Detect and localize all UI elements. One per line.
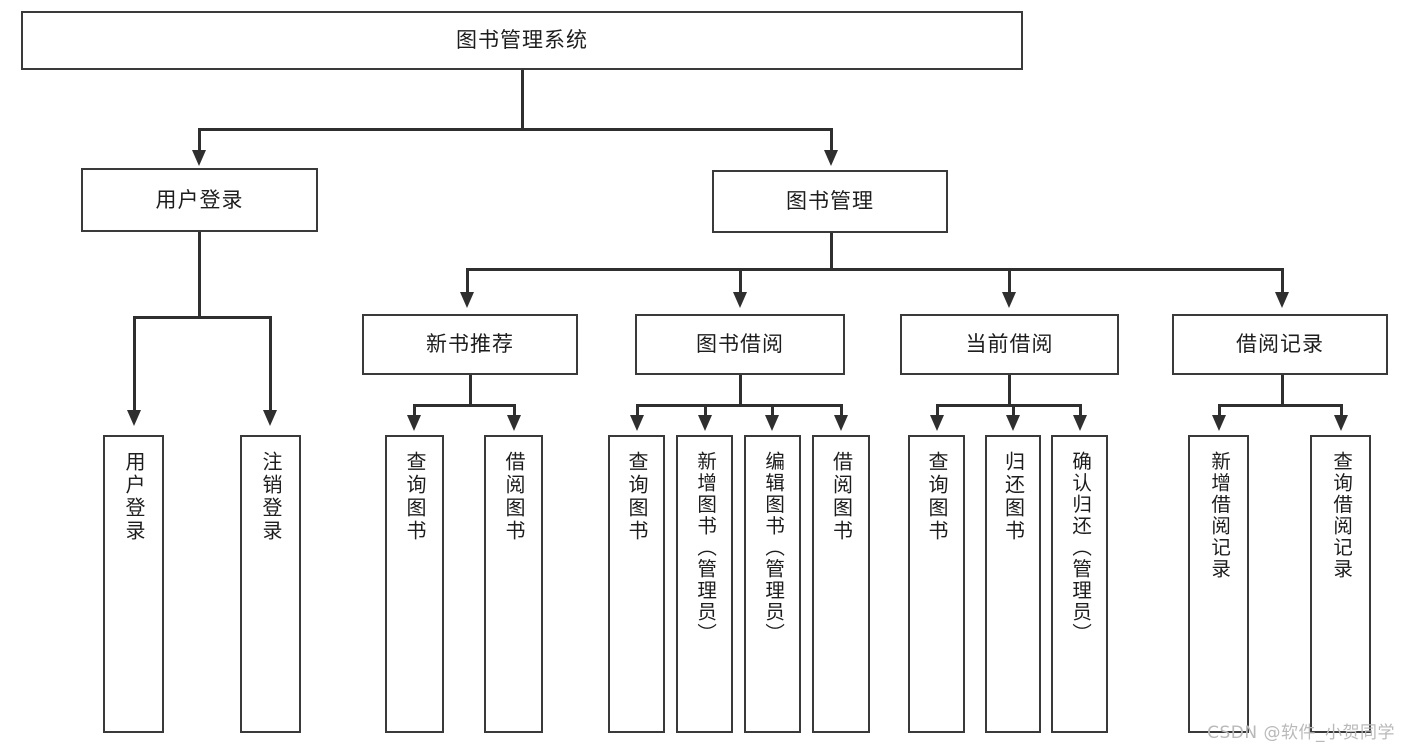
edge-drop-leaf-user-login — [133, 316, 136, 414]
node-borrow-record[interactable]: 借阅记录 — [1172, 314, 1388, 375]
arrow-bb-0 — [630, 415, 644, 431]
node-label: 查询借阅记录 — [1329, 451, 1353, 580]
node-label: 编辑图书（管理员） — [761, 451, 785, 645]
edge-drop-bb-1 — [704, 404, 707, 419]
arrow-borrow-record — [1275, 292, 1289, 308]
node-label: 确认归还（管理员） — [1068, 451, 1092, 645]
node-label: 借阅图书 — [502, 451, 526, 543]
leaf-query-book-borrow[interactable]: 查询图书 — [608, 435, 665, 733]
leaf-query-borrow-record[interactable]: 查询借阅记录 — [1310, 435, 1371, 733]
arrow-book-manage — [824, 150, 838, 166]
edge-drop-bb-3 — [840, 404, 843, 419]
edge-bus-new-book-children — [413, 404, 515, 407]
node-label: 图书管理系统 — [456, 28, 588, 53]
leaf-add-borrow-record[interactable]: 新增借阅记录 — [1188, 435, 1249, 733]
edge-drop-nb-1 — [513, 404, 516, 419]
edge-drop-current-borrow — [1008, 268, 1011, 295]
leaf-user-login[interactable]: 用户登录 — [103, 435, 164, 733]
node-label: 新增图书（管理员） — [693, 451, 717, 645]
edge-drop-bb-2 — [771, 404, 774, 419]
node-label: 图书借阅 — [696, 332, 784, 357]
leaf-logout[interactable]: 注销登录 — [240, 435, 301, 733]
node-label: 用户登录 — [122, 451, 146, 543]
edge-drop-cb-1 — [1012, 404, 1015, 419]
edge-drop-leaf-logout — [269, 316, 272, 414]
node-label: 注销登录 — [259, 451, 283, 543]
node-book-management[interactable]: 图书管理 — [712, 170, 948, 233]
edge-drop-br-1 — [1340, 404, 1343, 419]
edge-book-manage-stem — [830, 233, 833, 270]
node-label: 借阅图书 — [829, 451, 854, 543]
arrow-br-0 — [1212, 415, 1226, 431]
arrow-bb-2 — [765, 415, 779, 431]
leaf-query-book-recommend[interactable]: 查询图书 — [385, 435, 444, 733]
leaf-add-book-admin[interactable]: 新增图书（管理员） — [676, 435, 733, 733]
node-root-system[interactable]: 图书管理系统 — [21, 11, 1023, 70]
node-label: 新书推荐 — [426, 332, 514, 357]
leaf-borrow-book[interactable]: 借阅图书 — [812, 435, 870, 733]
arrow-book-borrow — [733, 292, 747, 308]
arrow-cb-2 — [1073, 415, 1087, 431]
node-current-borrow[interactable]: 当前借阅 — [900, 314, 1119, 375]
node-label: 查询图书 — [403, 451, 427, 543]
edge-borrow-record-stem — [1281, 375, 1284, 406]
node-label: 归还图书 — [1001, 451, 1026, 543]
node-label: 用户登录 — [155, 187, 244, 212]
arrow-nb-1 — [507, 415, 521, 431]
leaf-borrow-book-recommend[interactable]: 借阅图书 — [484, 435, 543, 733]
edge-drop-nb-0 — [413, 404, 416, 419]
edge-drop-cb-2 — [1079, 404, 1082, 419]
arrow-current-borrow — [1002, 292, 1016, 308]
arrow-bb-1 — [698, 415, 712, 431]
arrow-nb-0 — [407, 415, 421, 431]
edge-root-stem — [521, 70, 524, 130]
edge-drop-bb-0 — [636, 404, 639, 419]
edge-drop-cb-0 — [936, 404, 939, 419]
node-book-borrow[interactable]: 图书借阅 — [635, 314, 845, 375]
edge-bus-current-borrow-children — [936, 404, 1079, 407]
edge-bus-user-login-children — [133, 316, 271, 319]
edge-drop-new-book — [466, 268, 469, 295]
edge-current-borrow-stem — [1008, 375, 1011, 406]
edge-bus-book-borrow-children — [636, 404, 840, 407]
edge-book-borrow-stem — [739, 375, 742, 406]
watermark-csdn: CSDN @软件_小贺同学 — [1207, 723, 1395, 743]
edge-bus-level3 — [466, 268, 1284, 271]
leaf-return-book[interactable]: 归还图书 — [985, 435, 1041, 733]
node-label: 查询图书 — [625, 451, 649, 543]
edge-drop-borrow-record — [1281, 268, 1284, 295]
leaf-edit-book-admin[interactable]: 编辑图书（管理员） — [744, 435, 801, 733]
arrow-leaf-logout — [263, 410, 277, 426]
edge-drop-book-borrow — [739, 268, 742, 295]
arrow-user-login — [192, 150, 206, 166]
node-label: 当前借阅 — [965, 332, 1054, 357]
node-label: 查询图书 — [925, 451, 949, 543]
edge-new-book-stem — [469, 375, 472, 406]
node-user-login[interactable]: 用户登录 — [81, 168, 318, 232]
arrow-br-1 — [1334, 415, 1348, 431]
node-label: 新增借阅记录 — [1207, 451, 1231, 580]
arrow-bb-3 — [834, 415, 848, 431]
edge-bus-borrow-record-children — [1218, 404, 1342, 407]
edge-drop-br-0 — [1218, 404, 1221, 419]
edge-user-login-stem — [198, 232, 201, 318]
arrow-leaf-user-login — [127, 410, 141, 426]
arrow-new-book — [460, 292, 474, 308]
node-label: 图书管理 — [786, 189, 874, 214]
edge-bus-level2 — [198, 128, 832, 131]
edge-drop-user-login — [198, 128, 201, 153]
arrow-cb-0 — [930, 415, 944, 431]
edge-drop-book-manage — [830, 128, 833, 153]
node-label: 借阅记录 — [1236, 332, 1324, 357]
arrow-cb-1 — [1006, 415, 1020, 431]
leaf-query-book-current[interactable]: 查询图书 — [908, 435, 965, 733]
node-new-book-recommend[interactable]: 新书推荐 — [362, 314, 578, 375]
leaf-confirm-return-admin[interactable]: 确认归还（管理员） — [1051, 435, 1108, 733]
